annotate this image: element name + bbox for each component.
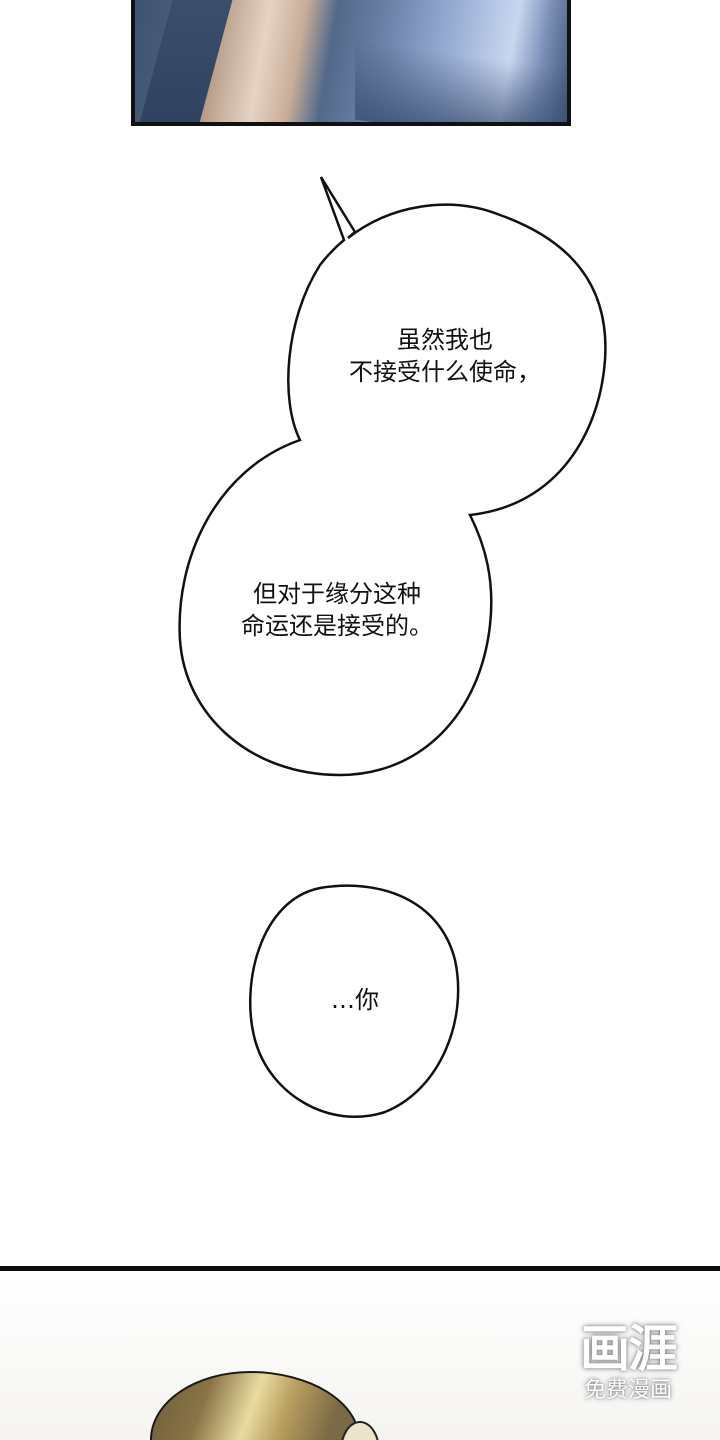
speech-bubbles [178, 176, 607, 1118]
character-hair [150, 1371, 360, 1440]
watermark-logo: 画涯 [580, 1320, 678, 1378]
bubble-3-line-1: …你 [331, 986, 379, 1014]
bubble-text-1: 虽然我也 不接受什么使命， [330, 324, 560, 388]
watermark: 画涯 免费漫画 [568, 1321, 688, 1405]
bubble-2-line-2: 命运还是接受的。 [241, 612, 433, 640]
watermark-subtitle: 免费漫画 [583, 1378, 672, 1403]
bubble-text-3: …你 [300, 984, 410, 1016]
panel-divider [0, 1266, 720, 1271]
bottom-comic-panel: 画涯 免费漫画 [0, 1271, 720, 1440]
speech-bubble-lower [248, 884, 460, 1118]
speech-bubble-upper [178, 176, 607, 777]
bubble-1-line-1: 虽然我也 [397, 326, 493, 354]
bubble-1-line-2: 不接受什么使命， [349, 358, 541, 386]
bubble-text-2: 但对于缘分这种 命运还是接受的。 [222, 578, 452, 642]
top-comic-panel [131, 0, 571, 126]
bubble-2-line-1: 但对于缘分这种 [253, 580, 421, 608]
